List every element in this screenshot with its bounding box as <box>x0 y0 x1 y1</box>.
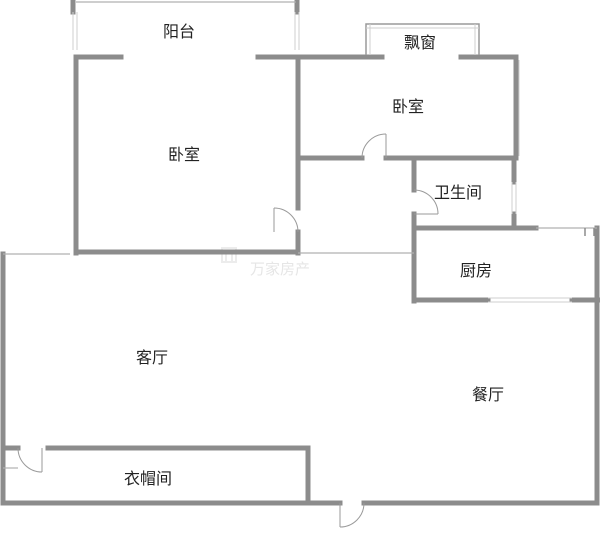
door-second-bedroom <box>361 133 387 159</box>
doors <box>17 133 439 528</box>
label-cloakroom: 衣帽间 <box>124 469 172 488</box>
right-wall-ticks <box>584 228 595 236</box>
label-bathroom: 卫生间 <box>434 183 482 202</box>
door-cloakroom <box>17 447 43 473</box>
label-dining-room: 餐厅 <box>472 385 504 404</box>
door-bathroom <box>413 189 439 215</box>
walls <box>0 0 600 506</box>
windows <box>72 12 572 303</box>
label-balcony: 阳台 <box>163 22 195 41</box>
label-living-room: 客厅 <box>136 348 168 367</box>
label-bedroom-main: 卧室 <box>168 145 200 164</box>
label-bedroom-second: 卧室 <box>392 97 424 116</box>
label-bay-window: 飘窗 <box>404 33 436 52</box>
door-entrance <box>339 502 365 528</box>
door-main-bedroom <box>273 207 299 233</box>
label-kitchen: 厨房 <box>460 261 492 280</box>
thin-walls <box>3 1 597 469</box>
watermark-text: 万家房产 <box>250 260 310 278</box>
